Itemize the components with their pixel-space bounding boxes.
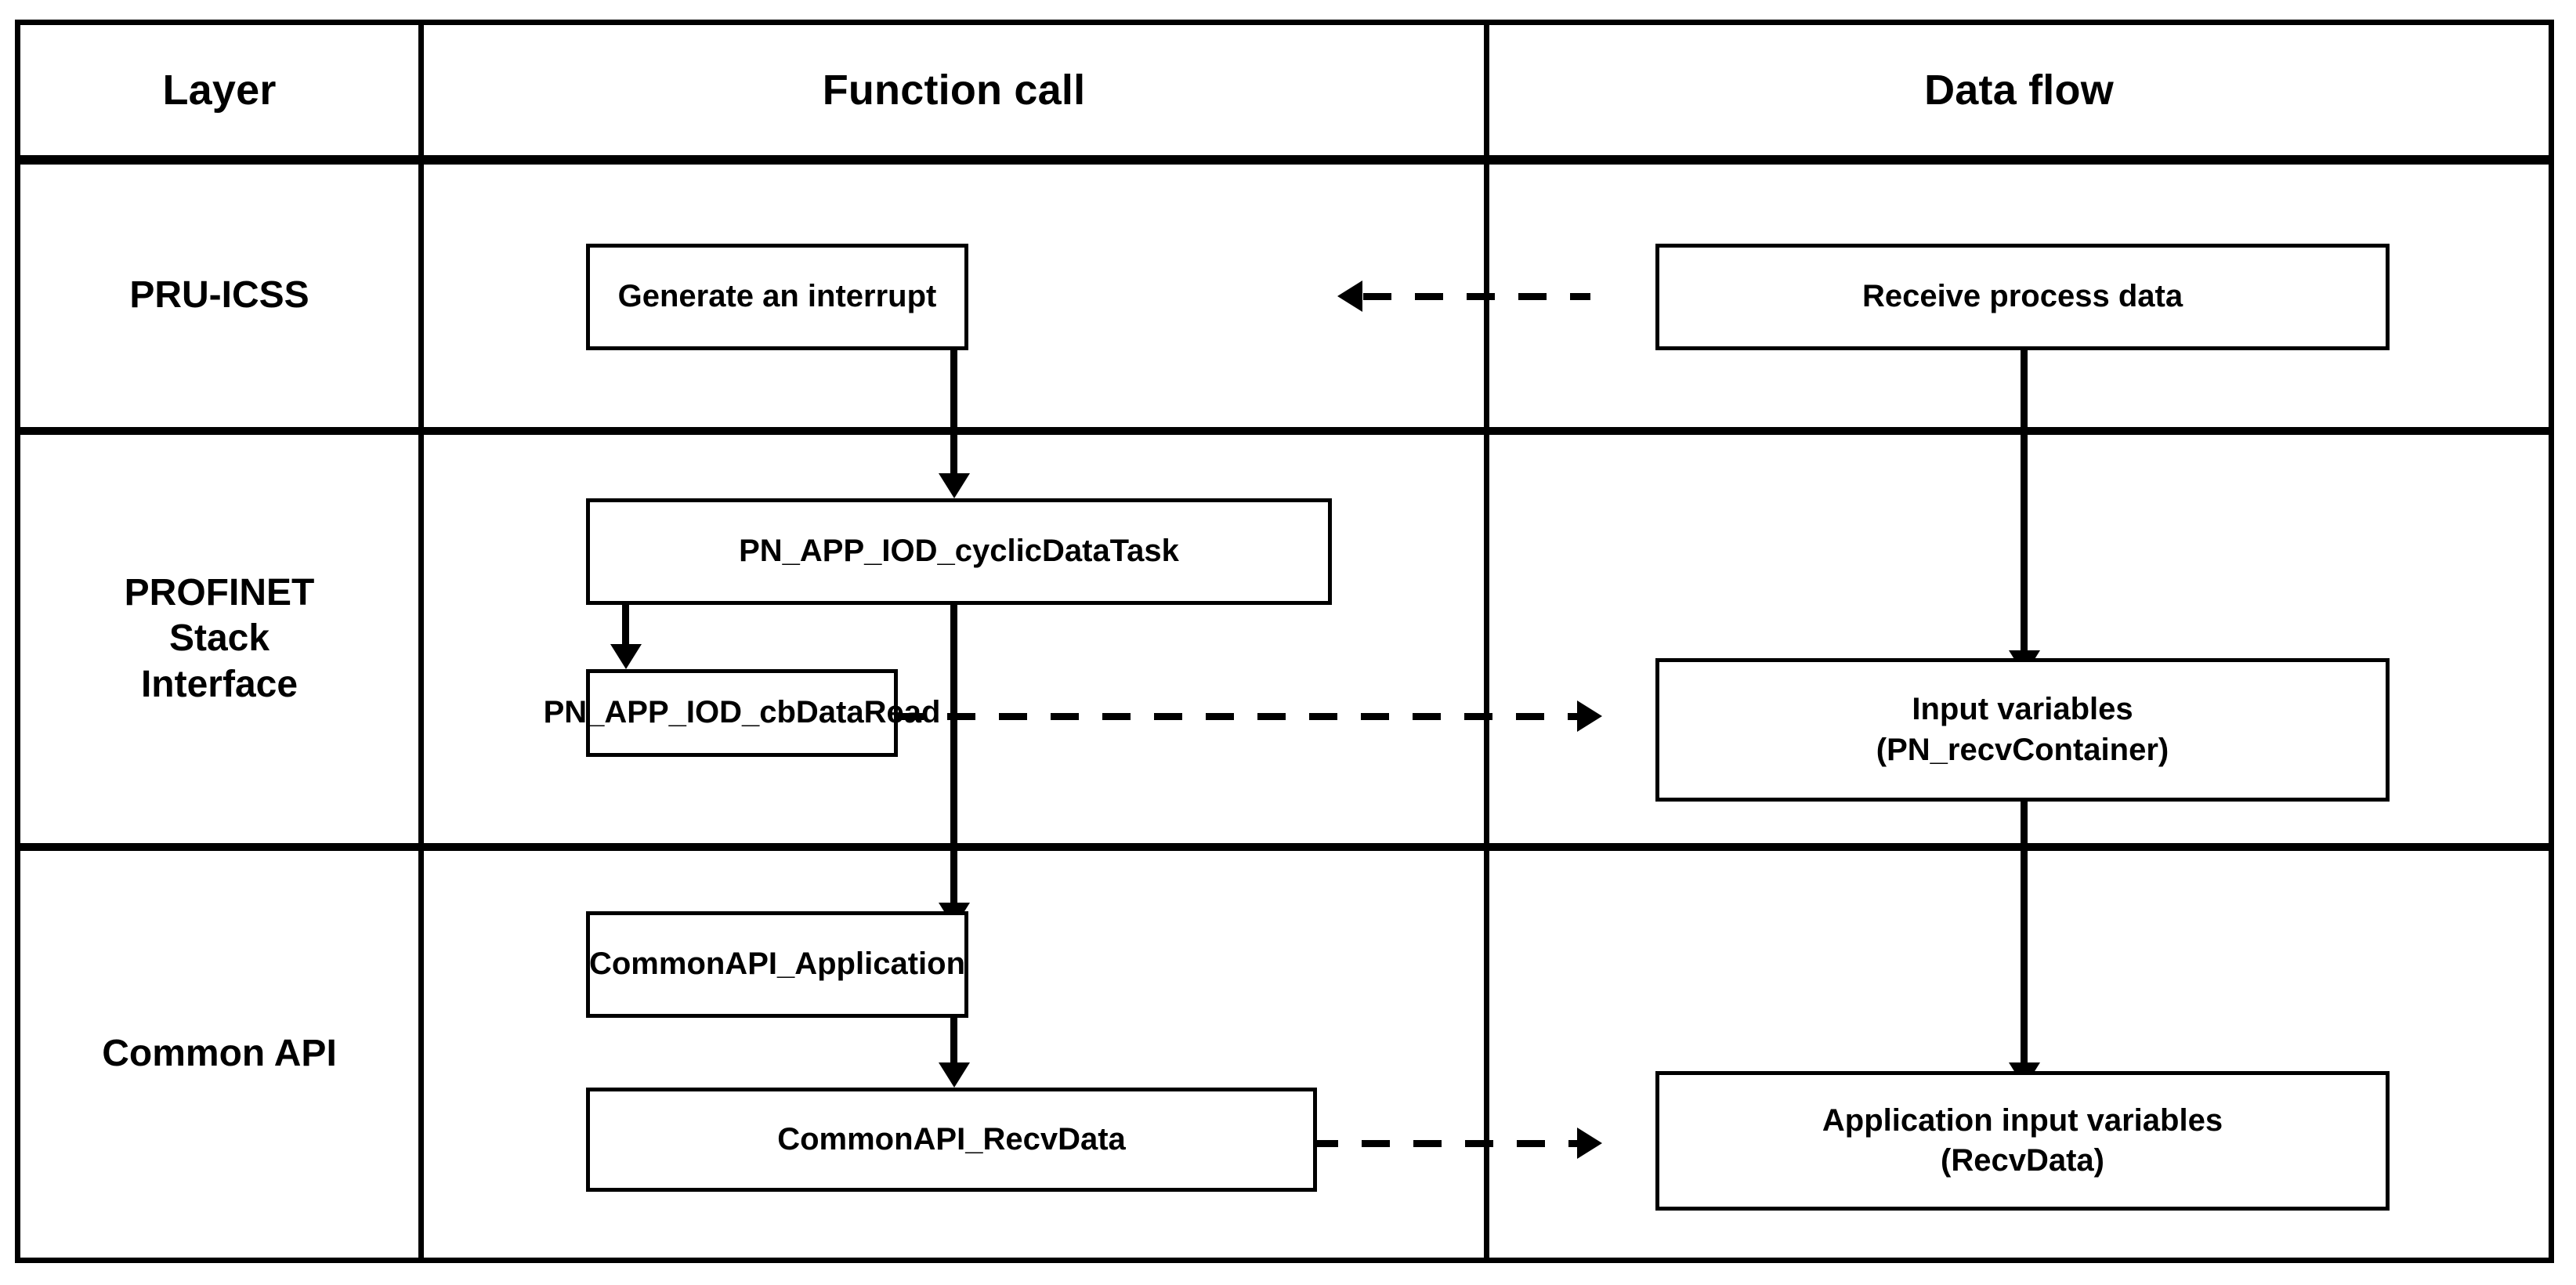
edge-cbdataread-to-input-variables — [895, 713, 1579, 720]
table-border-top — [15, 20, 2554, 25]
row-label-profinet-stack-interface: PROFINET Stack Interface — [20, 435, 418, 843]
row-divider-1 — [15, 427, 2554, 435]
row-divider-2 — [15, 843, 2554, 851]
row-label-line-3: Interface — [140, 663, 298, 705]
node-input-variables-label-line-1: Input variables — [1912, 692, 2133, 727]
column-header-function-call-label: Function call — [822, 67, 1086, 114]
table-border-right — [2549, 20, 2554, 1263]
edge-input-variables-to-application-input-variables — [2021, 798, 2028, 1068]
node-commonapi-application-label: CommonAPI_Application — [588, 947, 966, 982]
column-header-layer-label: Layer — [162, 67, 277, 114]
edge-commonapi-recvdata-to-application-input-variables — [1310, 1140, 1579, 1147]
node-pn-app-iod-cbdataread[interactable]: PN_APP_IOD_cbDataRead — [544, 669, 940, 757]
edge-generate-an-interrupt-to-cyclicdatatask-arrowhead — [939, 473, 970, 498]
node-application-input-variables-text: Application input variables (RecvData) — [1822, 1101, 2223, 1181]
column-divider-2 — [1484, 20, 1489, 1263]
edge-cbdataread-to-input-variables-arrowhead — [1577, 700, 1602, 732]
node-receive-process-data[interactable]: Receive process data — [1655, 244, 2390, 350]
node-commonapi-application[interactable]: CommonAPI_Application — [586, 911, 968, 1018]
node-generate-an-interrupt[interactable]: Generate an interrupt — [586, 244, 968, 350]
edge-cyclicdatatask-to-cbdataread — [622, 605, 629, 650]
edge-commonapi-application-to-commonapi-recvdata-arrowhead — [939, 1062, 970, 1088]
row-label-common-api-text: Common API — [102, 1033, 337, 1075]
node-pn-app-iod-cyclicdatatask[interactable]: PN_APP_IOD_cyclicDataTask — [586, 498, 1332, 605]
table-border-left — [15, 20, 20, 1263]
node-input-variables-text: Input variables (PN_recvContainer) — [1876, 690, 2169, 769]
row-label-line-2: Stack — [168, 617, 270, 660]
row-label-pru-icss: PRU-ICSS — [20, 165, 418, 427]
edge-receive-process-data-to-input-variables — [2021, 350, 2028, 656]
column-divider-1 — [418, 20, 424, 1263]
edge-receive-process-data-to-generate-an-interrupt — [1363, 293, 1590, 300]
node-pn-app-iod-cyclicdatatask-label: PN_APP_IOD_cyclicDataTask — [739, 534, 1179, 569]
node-application-input-variables-label-line-2: (RecvData) — [1941, 1143, 2104, 1178]
edge-receive-process-data-to-generate-an-interrupt-arrowhead — [1337, 281, 1362, 312]
edge-cyclicdatatask-to-commonapi-application — [950, 605, 957, 912]
node-pn-app-iod-cbdataread-label: PN_APP_IOD_cbDataRead — [543, 695, 941, 730]
row-label-line-1: PROFINET — [124, 571, 315, 614]
node-application-input-variables-label-line-1: Application input variables — [1822, 1102, 2223, 1138]
node-receive-process-data-label: Receive process data — [1861, 279, 2183, 314]
row-label-profinet-stack-interface-text: PROFINET Stack Interface — [125, 570, 315, 708]
column-header-layer: Layer — [20, 25, 418, 155]
table-border-bottom — [15, 1258, 2554, 1263]
edge-generate-an-interrupt-to-cyclicdatatask — [950, 350, 957, 480]
row-label-common-api: Common API — [20, 851, 418, 1258]
column-header-data-flow-label: Data flow — [1924, 67, 2114, 114]
node-application-input-variables[interactable]: Application input variables (RecvData) — [1655, 1071, 2390, 1211]
edge-cyclicdatatask-to-cbdataread-arrowhead — [610, 644, 642, 669]
edge-commonapi-recvdata-to-application-input-variables-arrowhead — [1577, 1128, 1602, 1159]
node-input-variables-label-line-2: (PN_recvContainer) — [1876, 732, 2169, 767]
header-row-divider — [15, 155, 2554, 165]
node-commonapi-recvdata-label: CommonAPI_RecvData — [777, 1121, 1126, 1156]
row-label-pru-icss-text: PRU-ICSS — [129, 274, 309, 317]
column-header-data-flow: Data flow — [1489, 25, 2549, 155]
edge-commonapi-application-to-commonapi-recvdata — [950, 1018, 957, 1069]
node-commonapi-recvdata[interactable]: CommonAPI_RecvData — [586, 1088, 1317, 1192]
column-header-function-call: Function call — [424, 25, 1484, 155]
node-generate-an-interrupt-label: Generate an interrupt — [617, 279, 937, 314]
node-input-variables[interactable]: Input variables (PN_recvContainer) — [1655, 658, 2390, 802]
